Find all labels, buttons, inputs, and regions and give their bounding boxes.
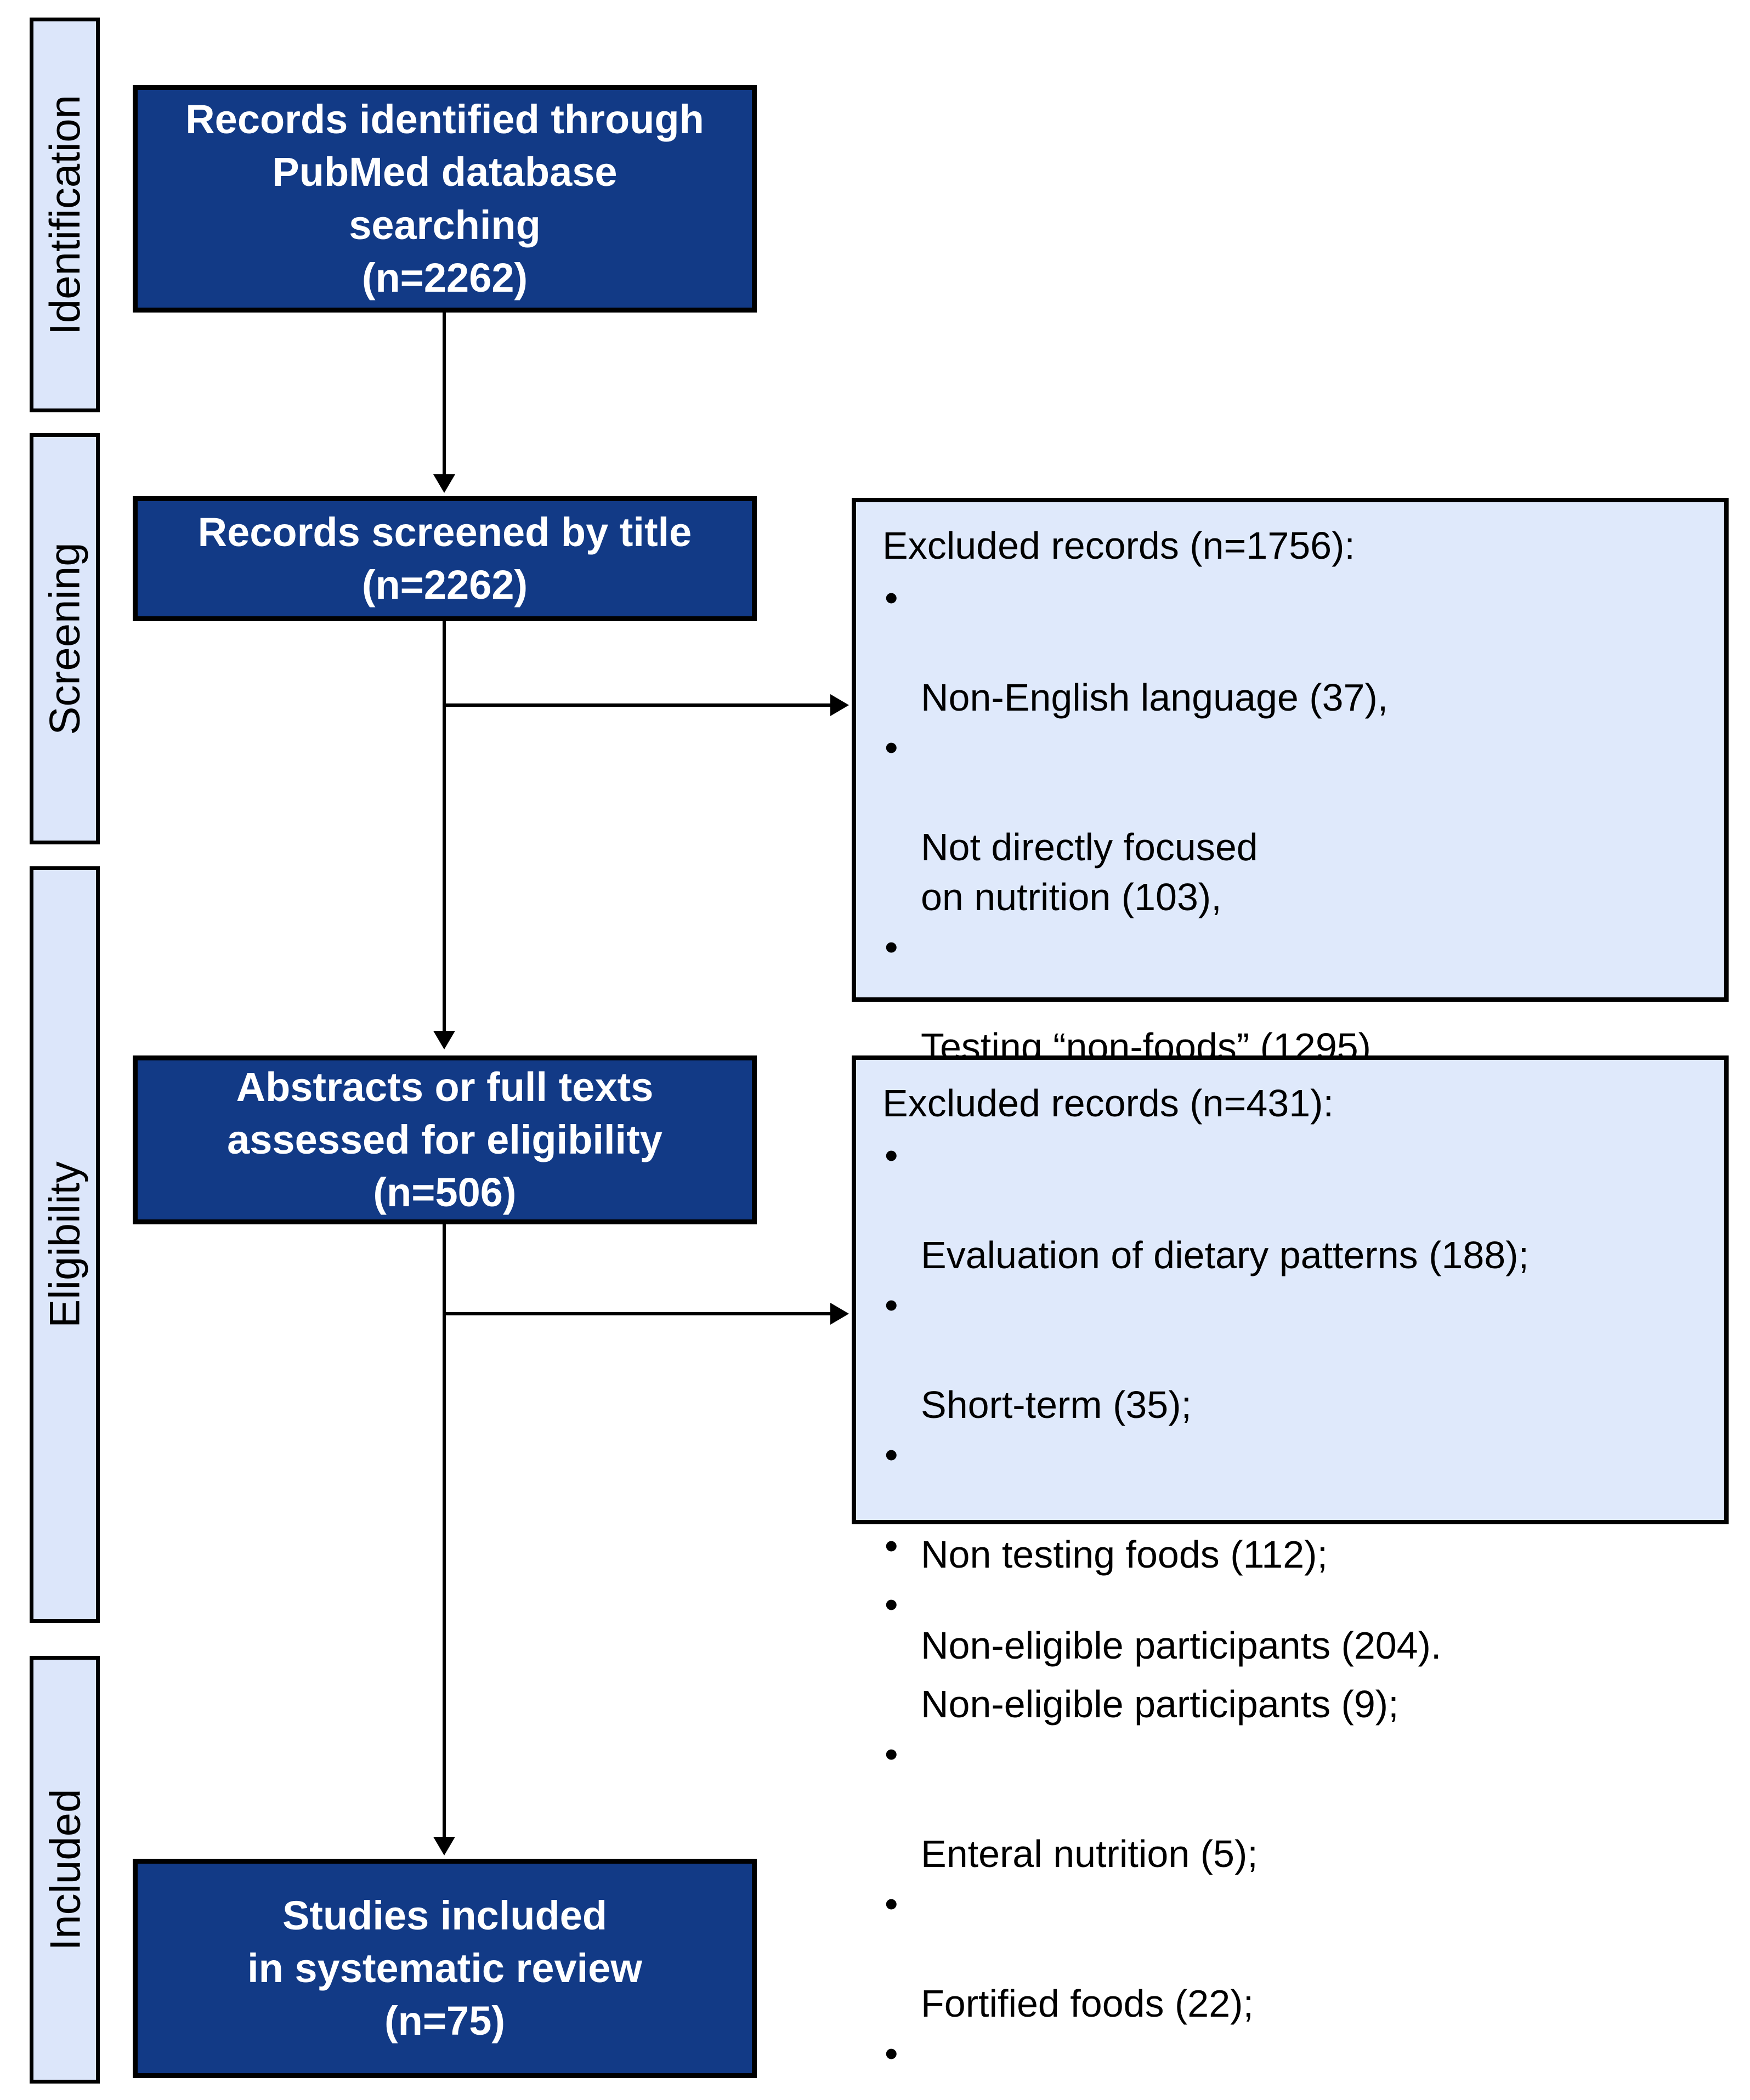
flow-box-line: PubMed database	[272, 149, 618, 195]
stage-label-screening: Screening	[41, 542, 89, 735]
exclusion-item-text: Non-eligible participants (9);	[921, 1683, 1399, 1726]
bullet-icon: •	[885, 576, 898, 619]
flow-box-abstracts-assessed: Abstracts or full texts assessed for eli…	[133, 1055, 757, 1224]
flow-box-line: in systematic review	[247, 1945, 642, 1991]
exclusion-list-item: • Heavy changes in the usual diet (18);	[878, 2029, 1709, 2100]
flow-box-line: searching	[349, 202, 541, 248]
exclusion-item-text: Fortified foods (22);	[921, 1982, 1254, 2025]
bullet-icon: •	[885, 726, 898, 769]
connector-screened-to-excluded	[443, 703, 832, 707]
arrowhead-identified-to-screened	[433, 474, 455, 493]
flow-box-records-identified: Records identified through PubMed databa…	[133, 85, 757, 313]
arrowhead-screened-to-excluded	[830, 694, 849, 716]
bullet-icon: •	[885, 1433, 898, 1476]
exclusion-list-item: • Non testing foods (112);	[878, 1430, 1709, 1580]
bullet-icon: •	[885, 2032, 898, 2075]
exclusion-list-item: • Non-eligible participants (204).	[878, 1521, 1709, 1671]
flow-box-line: Records identified through	[185, 97, 704, 143]
connector-assessed-to-included	[443, 1223, 446, 1840]
bullet-icon: •	[885, 1583, 898, 1626]
flow-box-line: assessed for eligibility	[227, 1116, 662, 1162]
exclusion-box-eligibility: Excluded records (n=431): • Evaluation o…	[852, 1055, 1729, 2075]
connector-identified-to-screened	[443, 313, 446, 477]
stage-bar-included: Included	[30, 1656, 100, 2084]
stage-label-identification: Identification	[41, 95, 89, 335]
exclusion-list-item: • Testing “non-foods” (1295).	[878, 922, 1709, 1072]
exclusion-item-text: Evaluation of dietary patterns (188);	[921, 1234, 1529, 1276]
flow-box-line: Records screened by title	[197, 509, 692, 555]
bullet-icon: •	[885, 1733, 898, 1775]
flow-box-line: (n=506)	[373, 1170, 517, 1216]
exclusion-list-item: • Non-English language (37),	[878, 573, 1709, 723]
stage-label-included: Included	[41, 1789, 89, 1951]
flow-box-line: (n=2262)	[361, 562, 528, 608]
bullet-icon: •	[885, 1284, 898, 1326]
exclusion-item-text: Non-eligible participants (204).	[921, 1624, 1442, 1667]
bullet-icon: •	[885, 926, 898, 968]
bullet-icon: •	[885, 1524, 898, 1567]
exclusion-title: Excluded records (n=1756):	[882, 524, 1355, 567]
stage-bar-identification: Identification	[30, 18, 100, 412]
exclusion-list-item: • Evaluation of dietary patterns (188);	[878, 1131, 1709, 1280]
flow-box-line: Abstracts or full texts	[236, 1064, 654, 1110]
exclusion-item-text: Short-term (35);	[921, 1383, 1192, 1426]
exclusion-list-item: • Fortified foods (22);	[878, 1879, 1709, 2029]
exclusion-list-item: • Enteral nutrition (5);	[878, 1729, 1709, 1879]
connector-screened-to-assessed	[443, 620, 446, 1034]
bullet-icon: •	[885, 1134, 898, 1177]
exclusion-list-item: • Non-eligible participants (9);	[878, 1580, 1709, 1729]
arrowhead-assessed-to-included	[433, 1837, 455, 1855]
exclusion-list: • Evaluation of dietary patterns (188); …	[878, 1131, 1709, 2100]
exclusion-item-text: Non-English language (37),	[921, 676, 1389, 719]
connector-assessed-to-excluded	[443, 1312, 832, 1315]
flow-box-line: Studies included	[282, 1892, 608, 1938]
exclusion-box-screening: Excluded records (n=1756): • Non-English…	[852, 498, 1729, 1667]
flow-box-studies-included: Studies included in systematic review (n…	[133, 1859, 757, 2078]
stage-bar-eligibility: Eligibility	[30, 866, 100, 1623]
flow-box-line: (n=2262)	[361, 254, 528, 300]
exclusion-title: Excluded records (n=431):	[882, 1082, 1334, 1125]
stage-bar-screening: Screening	[30, 433, 100, 844]
exclusion-item-text: Non testing foods (112);	[921, 1533, 1328, 1576]
arrowhead-screened-to-assessed	[433, 1031, 455, 1049]
exclusion-item-text: Not directly focused on nutrition (103),	[921, 826, 1258, 918]
bullet-icon: •	[885, 1882, 898, 1925]
flow-box-records-screened: Records screened by title (n=2262)	[133, 496, 757, 621]
exclusion-list-item: • Short-term (35);	[878, 1280, 1709, 1430]
flow-box-line: (n=75)	[384, 1998, 505, 2044]
exclusion-list-item: • Not directly focused on nutrition (103…	[878, 723, 1709, 922]
exclusion-item-text: Enteral nutrition (5);	[921, 1832, 1258, 1875]
stage-label-eligibility: Eligibility	[41, 1161, 89, 1328]
arrowhead-assessed-to-excluded	[830, 1303, 849, 1325]
